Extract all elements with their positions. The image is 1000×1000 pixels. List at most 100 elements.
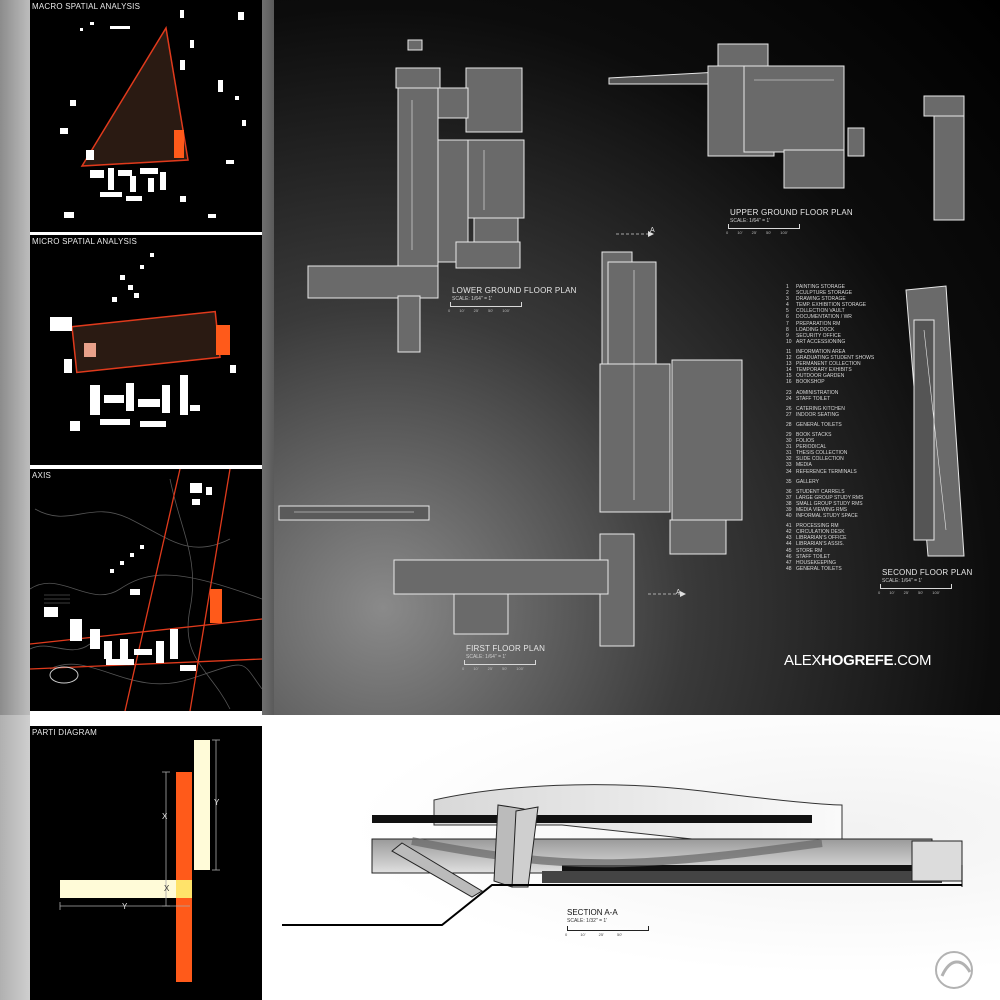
micro-spatial-panel: MICRO SPATIAL ANALYSIS xyxy=(30,235,262,465)
legend-number: 31 xyxy=(786,450,792,457)
legend-number: 33 xyxy=(786,462,792,469)
legend-number: 6 xyxy=(786,314,789,321)
legend-label: SLIDE COLLECTION xyxy=(796,456,844,463)
legend-row: 9 SECURITY OFFICE xyxy=(786,333,906,339)
legend-number: 32 xyxy=(786,456,792,463)
legend-number: 4 xyxy=(786,302,789,309)
lower-ground-scale-bar xyxy=(450,302,522,307)
macro-site-map xyxy=(60,10,246,218)
legend-label: CATERING KITCHEN xyxy=(796,405,845,412)
second-floor-plan-title: SECOND FLOOR PLAN xyxy=(882,568,973,577)
section-title: SECTION A-A xyxy=(567,908,618,917)
parti-diagram xyxy=(59,739,220,982)
legend-label: CIRCULATION DESK xyxy=(796,529,845,536)
parti-y-label-2: Y xyxy=(122,902,128,911)
section-marker-top: A xyxy=(650,227,655,234)
upper-ground-plan-title: UPPER GROUND FLOOR PLAN xyxy=(730,208,853,217)
legend-number: 9 xyxy=(786,332,789,339)
legend-label: MEDIA xyxy=(796,462,812,469)
brand-logo: ALEXHOGREFE.COM xyxy=(784,652,932,669)
legend-number: 35 xyxy=(786,478,792,485)
legend-label: FOLIOS xyxy=(796,438,815,445)
section-drawing xyxy=(282,784,963,926)
axis-site-map xyxy=(30,469,262,711)
micro-site-map xyxy=(50,253,236,431)
legend-row: 29 BOOK STACKS xyxy=(786,432,906,438)
legend-row: 30 FOLIOS xyxy=(786,438,906,444)
legend-label: LARGE GROUP STUDY RMS xyxy=(796,494,864,501)
legend-number: 15 xyxy=(786,373,792,380)
legend-row: 4 TEMP. EXHIBITION STORAGE xyxy=(786,302,906,308)
legend-number: 8 xyxy=(786,326,789,333)
legend-number: 39 xyxy=(786,507,792,513)
second-floor-scale-ticks: 0 10' 25' 50' 100' xyxy=(878,590,940,595)
first-floor-plan-title: FIRST FLOOR PLAN xyxy=(466,644,546,653)
macro-panel-label: MACRO SPATIAL ANALYSIS xyxy=(32,2,141,11)
legend-row: 28 GENERAL TOILETS xyxy=(786,422,906,428)
parti-y-label: Y xyxy=(214,798,220,807)
legend-number: 45 xyxy=(786,547,792,554)
legend-number: 23 xyxy=(786,389,792,396)
legend-number: 27 xyxy=(786,411,792,418)
second-floor-scale-bar xyxy=(880,584,952,589)
legend-label: ADMINISTRATION xyxy=(796,389,839,396)
legend-label: BOOK STACKS xyxy=(796,431,832,438)
legend-label: DRAWING STORAGE xyxy=(796,296,846,303)
section-scale-bar xyxy=(567,926,649,931)
legend-number: 46 xyxy=(786,553,792,560)
legend-number: 14 xyxy=(786,367,792,374)
legend-row: 39 MEDIA VIEWING RMS xyxy=(786,507,906,513)
legend-number: 3 xyxy=(786,296,789,303)
legend-number: 48 xyxy=(786,565,792,572)
legend-label: SMALL GROUP STUDY RMS xyxy=(796,500,863,507)
legend-number: 7 xyxy=(786,320,789,327)
legend-number: 28 xyxy=(786,421,792,428)
upper-ground-scale-ticks: 0 10' 25' 50' 100' xyxy=(726,230,788,235)
legend-label: INFORMAL STUDY SPACE xyxy=(796,513,858,520)
brand-bold: HOGREFE xyxy=(821,652,894,669)
legend-number: 30 xyxy=(786,438,792,445)
legend-label: STUDENT CARRELS xyxy=(796,488,845,495)
legend-number: 1 xyxy=(786,284,789,290)
legend-number: 10 xyxy=(786,338,792,345)
legend-label: PREPARATION RM xyxy=(796,320,841,327)
legend-label: GRADUATING STUDENT SHOWS xyxy=(796,355,875,362)
legend-label: SECURITY OFFICE xyxy=(796,332,841,339)
legend-label: PERIODICAL xyxy=(796,444,827,451)
brand-light: ALEX xyxy=(784,652,822,669)
legend-number: 11 xyxy=(786,348,792,355)
legend-label: TEMP. EXHIBITION STORAGE xyxy=(796,302,867,309)
legend-number: 29 xyxy=(786,431,792,438)
lower-ground-scale-ticks: 0 10' 25' 50' 100' xyxy=(448,308,510,313)
legend-label: GENERAL TOILETS xyxy=(796,421,842,428)
legend-row: 48 GENERAL TOILETS xyxy=(786,566,906,572)
legend-label: MEDIA VIEWING RMS xyxy=(796,507,848,513)
legend-label: HOUSEKEEPING xyxy=(796,559,837,566)
legend-label: GENERAL TOILETS xyxy=(796,565,842,572)
parti-x-label: X xyxy=(162,812,168,821)
legend-label: PERMANENT COLLECTION xyxy=(796,361,861,368)
legend-label: ART ACCESSIONING xyxy=(796,338,846,345)
